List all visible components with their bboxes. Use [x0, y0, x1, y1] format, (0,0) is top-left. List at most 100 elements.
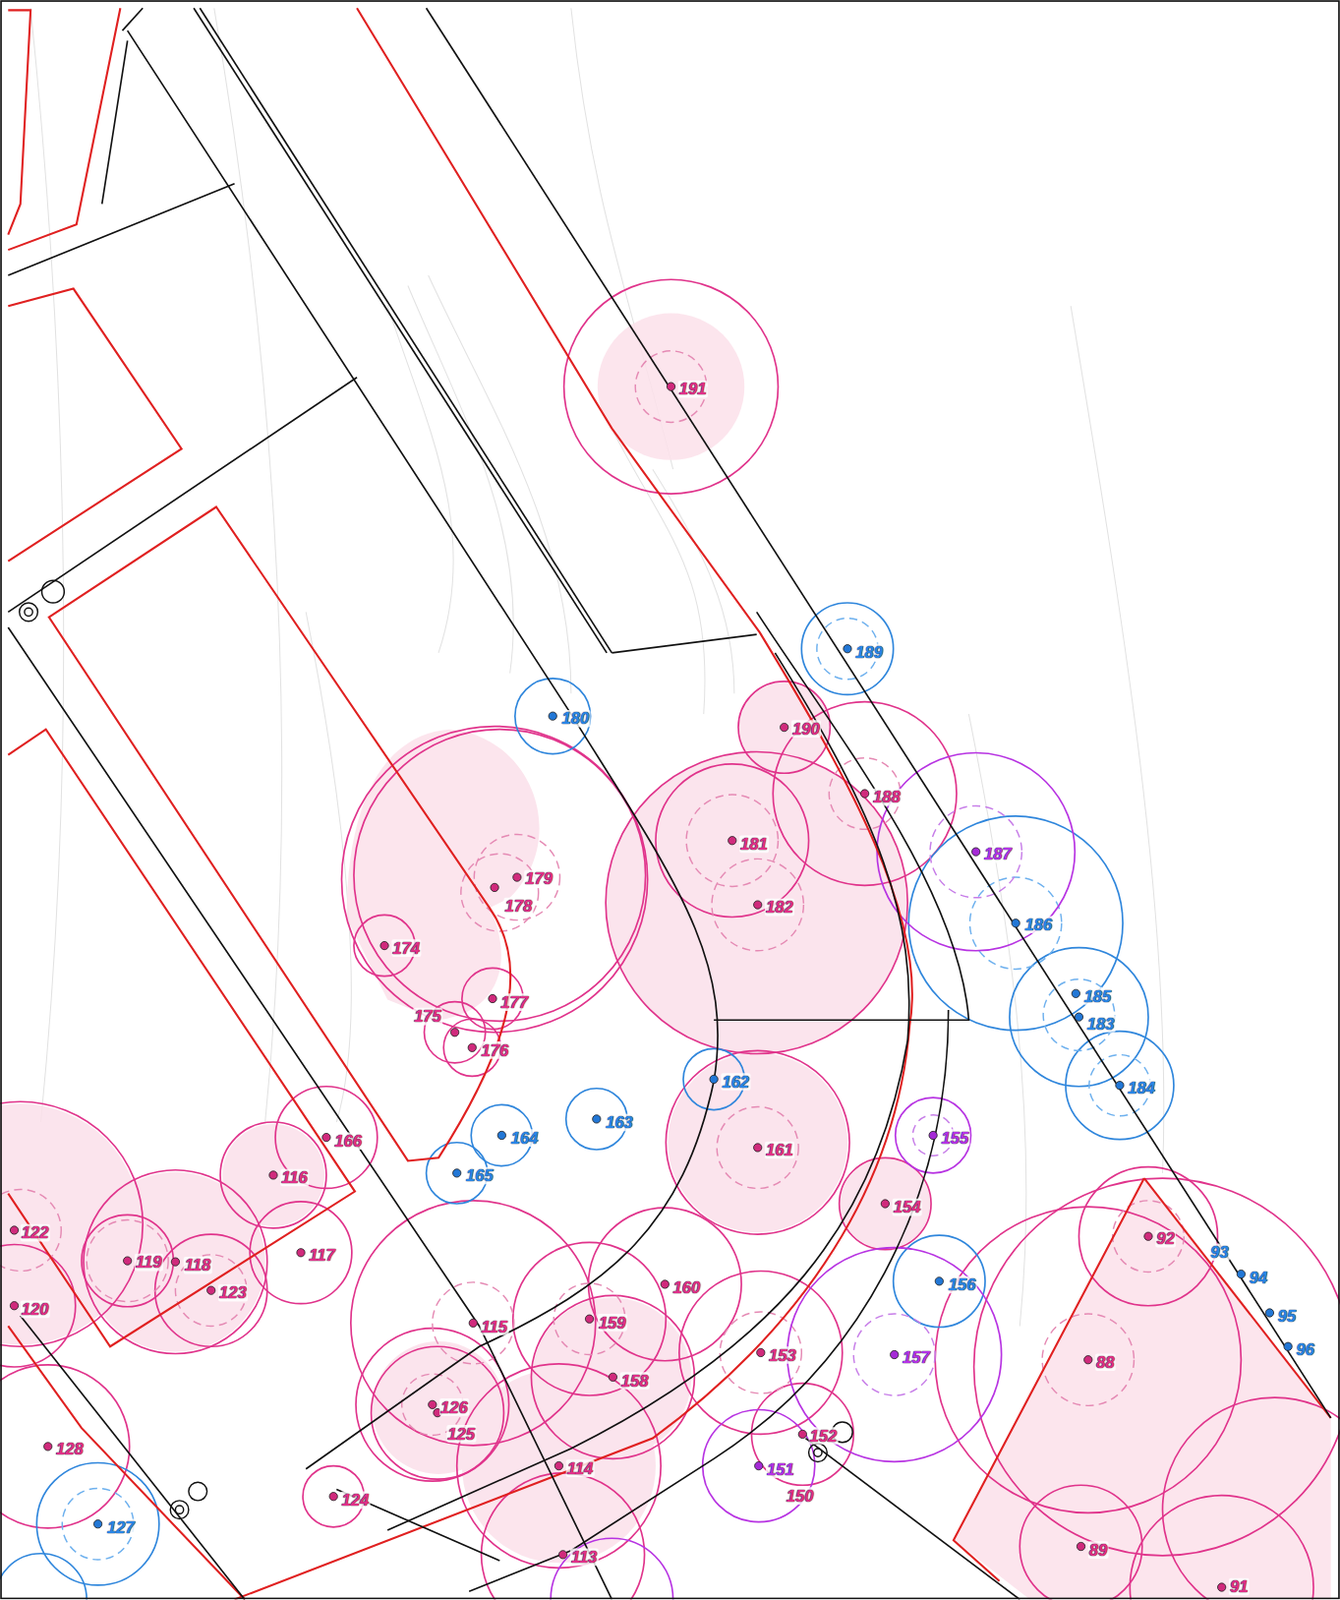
tree-number: 180: [561, 708, 591, 727]
tree-dot: [380, 940, 389, 949]
tree-dot: [660, 1280, 669, 1288]
tree-dot: [44, 1442, 53, 1451]
tree-dot: [584, 1314, 593, 1323]
tree-number: 115: [480, 1317, 510, 1336]
tree-number: 187: [983, 844, 1013, 863]
tree-dot: [1144, 1231, 1153, 1240]
tree-number: 188: [872, 787, 902, 806]
tree-number: 152: [809, 1426, 839, 1445]
tree-number: 156: [947, 1275, 978, 1293]
tree-dot: [554, 1460, 563, 1469]
tree-number: 93: [1209, 1242, 1230, 1261]
tree-dot: [9, 1301, 18, 1310]
tree-dot: [1074, 1012, 1083, 1021]
tree-number: 181: [739, 834, 769, 853]
tree-number: 92: [1155, 1228, 1176, 1247]
tree-number: 164: [510, 1128, 540, 1147]
tree-number: 174: [391, 938, 421, 957]
tree-dot: [880, 1199, 889, 1208]
tree-dot: [754, 1143, 762, 1152]
tree-number: 163: [604, 1112, 635, 1131]
tree-dot: [592, 1114, 601, 1123]
tree-dot: [468, 1318, 477, 1327]
tree-number: 126: [439, 1398, 469, 1416]
tree-number: 127: [106, 1517, 136, 1536]
tree-number: 124: [340, 1490, 370, 1509]
tree-number: 159: [597, 1313, 628, 1332]
tree-number: 160: [672, 1278, 702, 1296]
tree-dot: [608, 1372, 617, 1381]
tree-number: 178: [503, 896, 533, 915]
tree-number: 89: [1088, 1540, 1109, 1559]
tree-dot: [755, 1460, 763, 1469]
tree-number: 88: [1095, 1352, 1116, 1371]
tree-number: 184: [1126, 1078, 1157, 1097]
tree-number: 185: [1083, 987, 1113, 1005]
tree-dot: [207, 1285, 216, 1294]
tree-number: 113: [570, 1547, 599, 1566]
tree-dot: [860, 789, 869, 798]
tree-dot: [488, 993, 497, 1002]
tree-number: 157: [901, 1347, 932, 1366]
tree-number: 189: [854, 642, 884, 661]
tree-dot: [513, 873, 522, 881]
tree-dot: [798, 1429, 807, 1438]
tree-number: 190: [791, 719, 821, 738]
tree-number: 116: [280, 1167, 309, 1186]
tree-number: 123: [218, 1282, 248, 1301]
tree-number: 128: [55, 1439, 85, 1457]
tree-number: 117: [307, 1245, 337, 1264]
tree-dot: [1265, 1308, 1274, 1317]
tree-number: 96: [1294, 1339, 1316, 1357]
tree-dot: [1011, 919, 1020, 928]
tree-dot: [1283, 1341, 1292, 1350]
tree-dot: [1115, 1081, 1124, 1090]
tree-number: 120: [20, 1299, 51, 1318]
tree-number: 165: [465, 1165, 495, 1184]
tree-dot: [890, 1349, 899, 1358]
tree-number: 191: [678, 379, 708, 398]
tree-number: 176: [480, 1041, 511, 1059]
tree-number: 182: [764, 897, 795, 916]
tree-dot: [329, 1492, 338, 1501]
tree-number: 158: [620, 1371, 650, 1390]
tree-number: 125: [446, 1424, 476, 1443]
tree-dot: [171, 1257, 179, 1266]
tree-dot: [1218, 1582, 1226, 1591]
tree-dot: [93, 1519, 102, 1528]
tree-dot: [754, 900, 762, 909]
tree-dot: [1076, 1541, 1085, 1550]
tree-number: 151: [765, 1459, 796, 1478]
tree-number: 91: [1228, 1577, 1250, 1596]
tree-dot: [1236, 1269, 1245, 1278]
tree-number: 153: [767, 1345, 798, 1364]
tree-dot: [269, 1170, 278, 1179]
tree-number: 150: [785, 1486, 816, 1505]
tree-number: 177: [499, 992, 529, 1011]
tree-number: 162: [720, 1072, 751, 1091]
tree-number: 114: [566, 1458, 595, 1477]
tree-number: 155: [939, 1128, 970, 1147]
tree-dot: [558, 1550, 567, 1559]
tree-dot: [757, 1347, 765, 1356]
tree-dot: [497, 1130, 506, 1139]
tree-dot: [780, 722, 789, 731]
tree-dot: [490, 882, 499, 891]
tree-dot: [728, 836, 737, 845]
tree-number: 119: [134, 1252, 164, 1271]
tree-dot: [972, 847, 981, 856]
tree-dot: [322, 1132, 331, 1141]
tree-dot: [934, 1277, 943, 1285]
tree-dot: [929, 1130, 937, 1139]
tree-number: 179: [524, 869, 554, 887]
tree-number: 95: [1277, 1306, 1298, 1325]
tree-number: 166: [333, 1131, 363, 1150]
tree-number: 186: [1023, 915, 1053, 933]
tree-dot: [843, 644, 852, 653]
tree-dot: [9, 1225, 18, 1234]
tree-dot: [428, 1399, 437, 1408]
tree-dot: [467, 1043, 476, 1051]
tree-number: 122: [20, 1223, 51, 1241]
